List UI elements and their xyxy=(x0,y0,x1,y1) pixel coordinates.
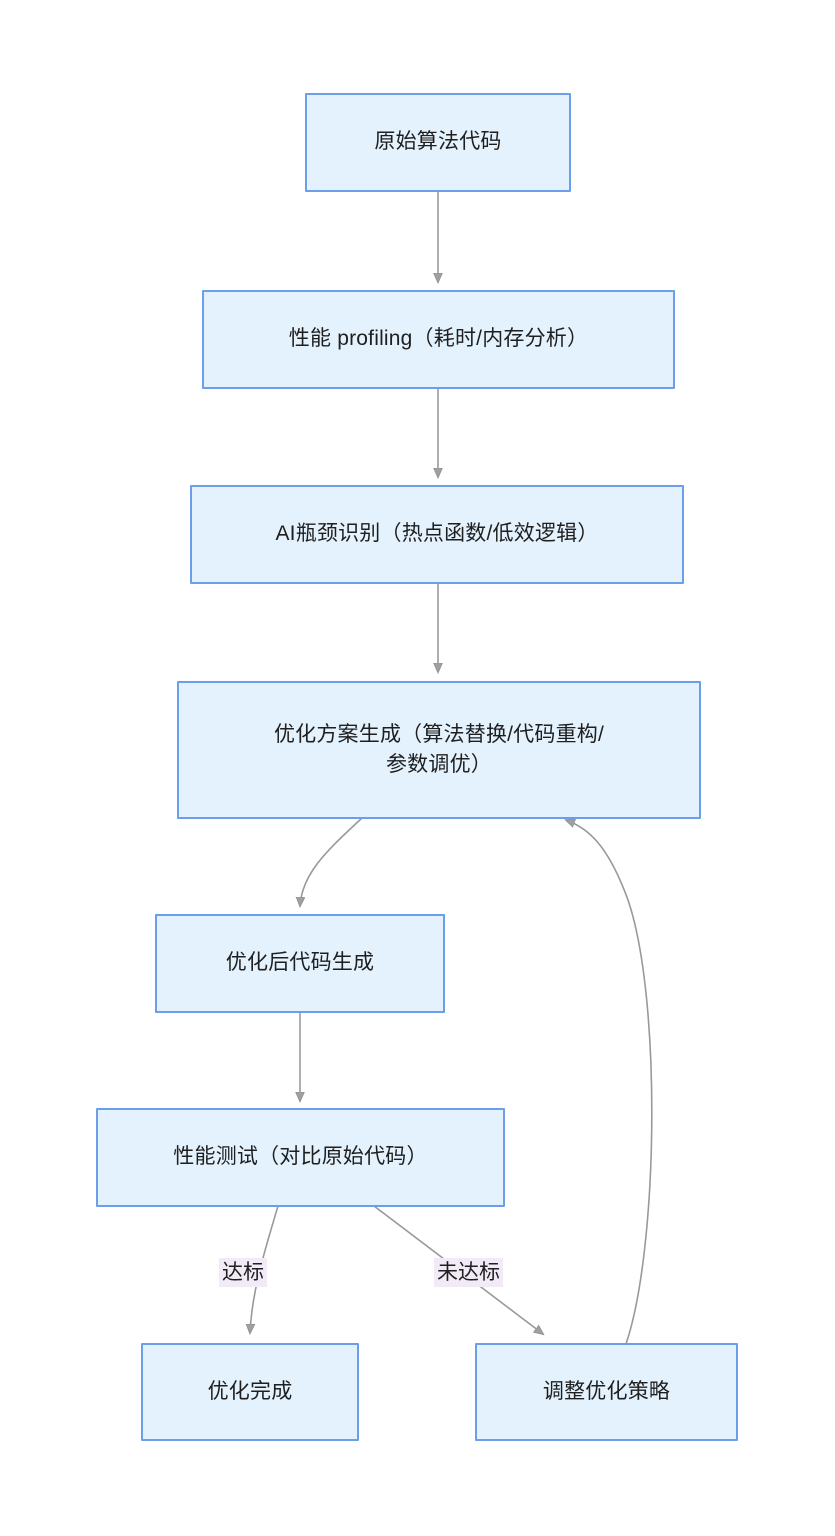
node-label: 调整优化策略 xyxy=(542,1379,671,1403)
edge-label-text: 达标 xyxy=(222,1261,264,1284)
node-label: 性能 profiling（耗时/内存分析） xyxy=(288,327,589,351)
node-label: 优化完成 xyxy=(207,1379,293,1403)
node-optimization-plan-generation[interactable]: 优化方案生成（算法替换/代码重构/ 参数调优） xyxy=(177,681,701,819)
node-label: 优化方案生成（算法替换/代码重构/ 参数调优） xyxy=(273,722,605,776)
edge-label-pass: 达标 xyxy=(219,1258,267,1288)
node-ai-bottleneck-identification[interactable]: AI瓶颈识别（热点函数/低效逻辑） xyxy=(190,485,684,584)
node-label: AI瓶颈识别（热点函数/低效逻辑） xyxy=(275,522,599,546)
node-adjust-optimization-strategy[interactable]: 调整优化策略 xyxy=(475,1343,738,1441)
node-label: 性能测试（对比原始代码） xyxy=(173,1145,428,1169)
node-performance-test[interactable]: 性能测试（对比原始代码） xyxy=(96,1108,505,1207)
node-performance-profiling[interactable]: 性能 profiling（耗时/内存分析） xyxy=(202,290,675,389)
node-optimization-complete[interactable]: 优化完成 xyxy=(141,1343,359,1441)
edge-label-fail: 未达标 xyxy=(434,1258,503,1288)
node-original-algorithm-code[interactable]: 原始算法代码 xyxy=(305,93,571,192)
node-label: 原始算法代码 xyxy=(374,130,502,154)
edge-n8-n4 xyxy=(566,820,653,1345)
node-optimized-code-generation[interactable]: 优化后代码生成 xyxy=(155,914,445,1013)
node-label: 优化后代码生成 xyxy=(225,951,375,975)
edge-label-text: 未达标 xyxy=(437,1261,500,1284)
edge-n4-n5 xyxy=(300,817,363,906)
